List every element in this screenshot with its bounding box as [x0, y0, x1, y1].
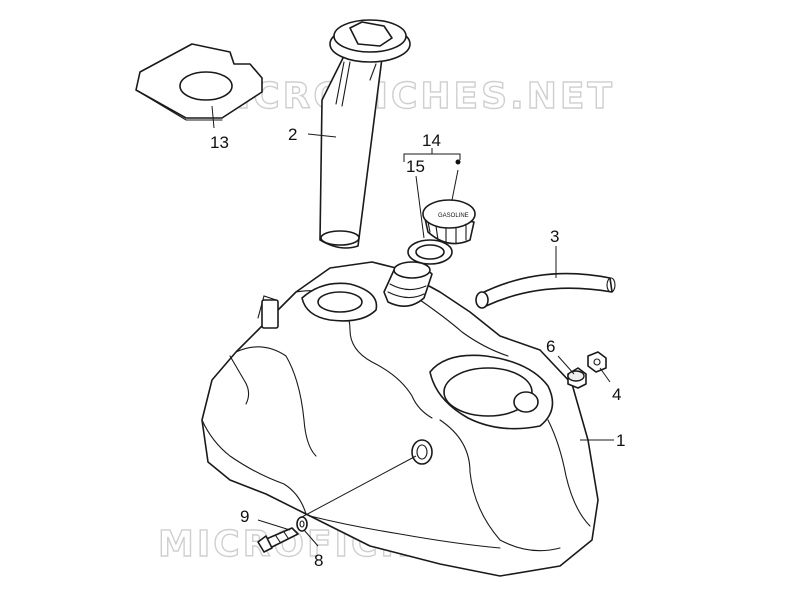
- part-9-bolt: [257, 527, 299, 553]
- part-6-spacer: [567, 367, 587, 389]
- watermark-top: MICROFICHES.NET: [198, 76, 615, 117]
- cap-label: GASOLINE: [438, 213, 469, 219]
- callout-6: 6: [546, 337, 555, 356]
- callout-4: 4: [612, 385, 621, 404]
- callout-9: 9: [240, 507, 249, 526]
- callout-8: 8: [314, 551, 323, 570]
- leader-lines: [211, 105, 614, 547]
- callout-15: 15: [406, 157, 425, 176]
- part-2-fuel-sender: [319, 19, 411, 249]
- part-14-fuel-cap: GASOLINE: [422, 199, 476, 245]
- part-15-seal-ring: [407, 239, 453, 265]
- callout-14: 14: [422, 131, 441, 150]
- part-13-gasket-plate: [135, 43, 263, 121]
- callout-2: 2: [288, 125, 297, 144]
- callout-3: 3: [550, 227, 559, 246]
- callout-labels: 13 2 14 15 3 6 4 1 9 8: [210, 125, 625, 570]
- part-4-nut: [587, 351, 607, 373]
- callout-13: 13: [210, 133, 229, 152]
- part-8-washer: [296, 516, 308, 532]
- callout-1: 1: [616, 431, 625, 450]
- part-3-hose: [475, 272, 616, 309]
- part-1-fuel-tank: [201, 261, 599, 577]
